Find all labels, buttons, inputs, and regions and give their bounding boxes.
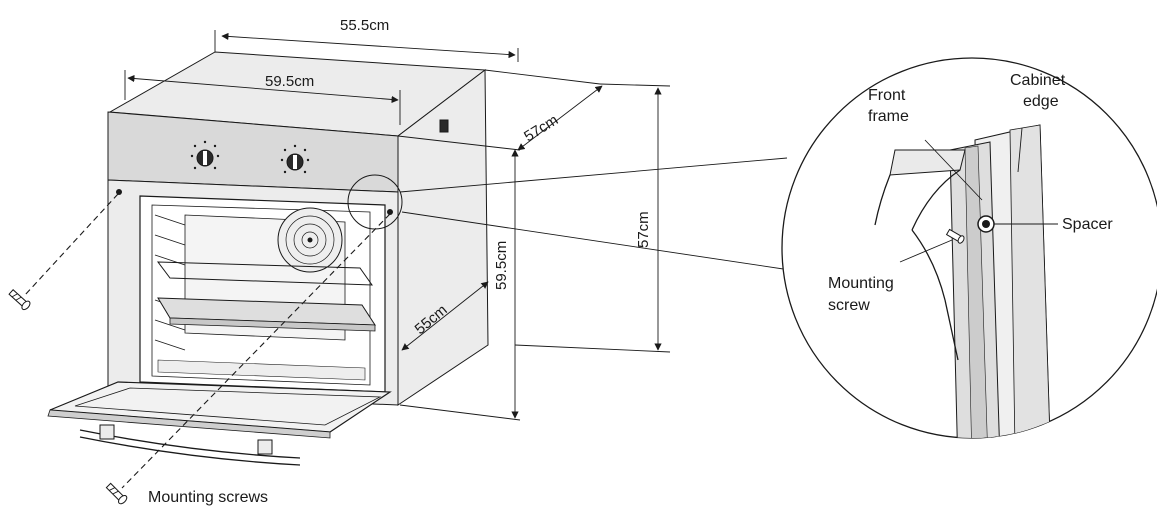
zoom-detail — [874, 124, 1051, 438]
oven-door — [47, 381, 392, 466]
mounting-hole-right — [387, 209, 393, 215]
oven-body — [107, 51, 489, 406]
knob-right — [280, 144, 310, 174]
dimension-lines — [124, 30, 671, 421]
label-cabinet-edge-2: edge — [1023, 93, 1059, 110]
label-mounting-screw-1: Mounting — [828, 275, 894, 292]
zoom-source-circle — [347, 174, 403, 230]
screw-left-icon — [8, 289, 31, 311]
control-knobs — [190, 140, 310, 174]
wire-shelf — [156, 261, 373, 286]
dim-height-outer: 57cm — [635, 211, 652, 248]
screw-bottom-icon — [105, 482, 128, 505]
label-front-frame-2: frame — [868, 108, 909, 125]
dim-height-front: 59.5cm — [493, 241, 510, 290]
label-spacer: Spacer — [1062, 216, 1113, 233]
oven-cavity-inner — [151, 204, 371, 386]
mounting-hole-left — [116, 189, 122, 195]
dim-side-depth: 57cm — [521, 112, 561, 146]
mounting-screws-left — [8, 193, 119, 311]
baking-tray — [157, 297, 376, 332]
cavity-floor — [157, 359, 366, 381]
oven-fan — [277, 207, 343, 273]
dim-front-width: 59.5cm — [265, 73, 314, 90]
label-front-frame-1: Front — [868, 87, 906, 104]
label-mounting-screw-2: screw — [828, 297, 870, 314]
zoom-callout — [347, 57, 1157, 439]
dim-top-depth: 55.5cm — [340, 17, 389, 34]
side-vent — [439, 119, 449, 133]
knob-left — [190, 140, 220, 170]
label-mounting-screws: Mounting screws — [148, 489, 268, 506]
label-cabinet-edge-1: Cabinet — [1010, 72, 1066, 89]
mounting-screws-bottom — [105, 213, 391, 505]
